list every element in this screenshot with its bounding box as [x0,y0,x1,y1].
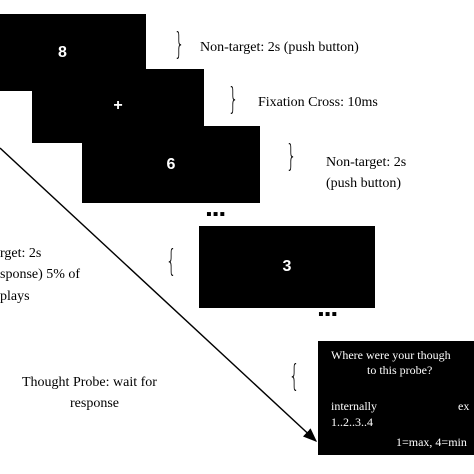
thought-probe-screen: Where were your though to this probe? in… [318,341,474,455]
probe-scale: 1..2..3..4 [331,415,373,429]
label-probe-line-1: Thought Probe: wait for [22,375,157,390]
fixation-cross: + [113,97,123,114]
label-target-line-3: plays [0,289,30,304]
brace-fixation: } [228,82,239,117]
label-target-line-1: rget: 2s [0,246,42,261]
probe-left-label: internally [331,399,377,413]
ellipsis-dots-1: ▪▪▪ [206,206,227,223]
brace-nontarget-1: } [174,27,185,62]
timeline-arrow-line [0,147,318,442]
stimulus-digit: 3 [282,258,292,275]
label-nontarget-1: Non-target: 2s (push button) [200,40,359,55]
probe-question-line-2: to this probe? [367,363,433,377]
label-probe-line-2: response [70,396,119,411]
probe-legend: 1=max, 4=min [396,435,467,449]
brace-nontarget-2: } [286,139,297,174]
probe-right-label: ex [458,399,470,413]
stimulus-screen-target: 3 [200,227,374,307]
label-fixation: Fixation Cross: 10ms [258,95,378,110]
label-target-line-2: sponse) 5% of [0,267,81,282]
probe-question-line-1: Where were your though [331,348,451,362]
stimulus-digit: 8 [58,43,67,61]
brace-probe: { [289,359,300,394]
stimulus-screen-nontarget-2: 6 [83,127,259,202]
stimulus-digit: 6 [166,155,176,173]
ellipsis-dots-2: ▪▪▪ [318,306,339,323]
label-nontarget-2-line-1: Non-target: 2s [326,155,407,170]
brace-target: { [166,244,177,279]
label-nontarget-2-line-2: (push button) [326,176,402,191]
